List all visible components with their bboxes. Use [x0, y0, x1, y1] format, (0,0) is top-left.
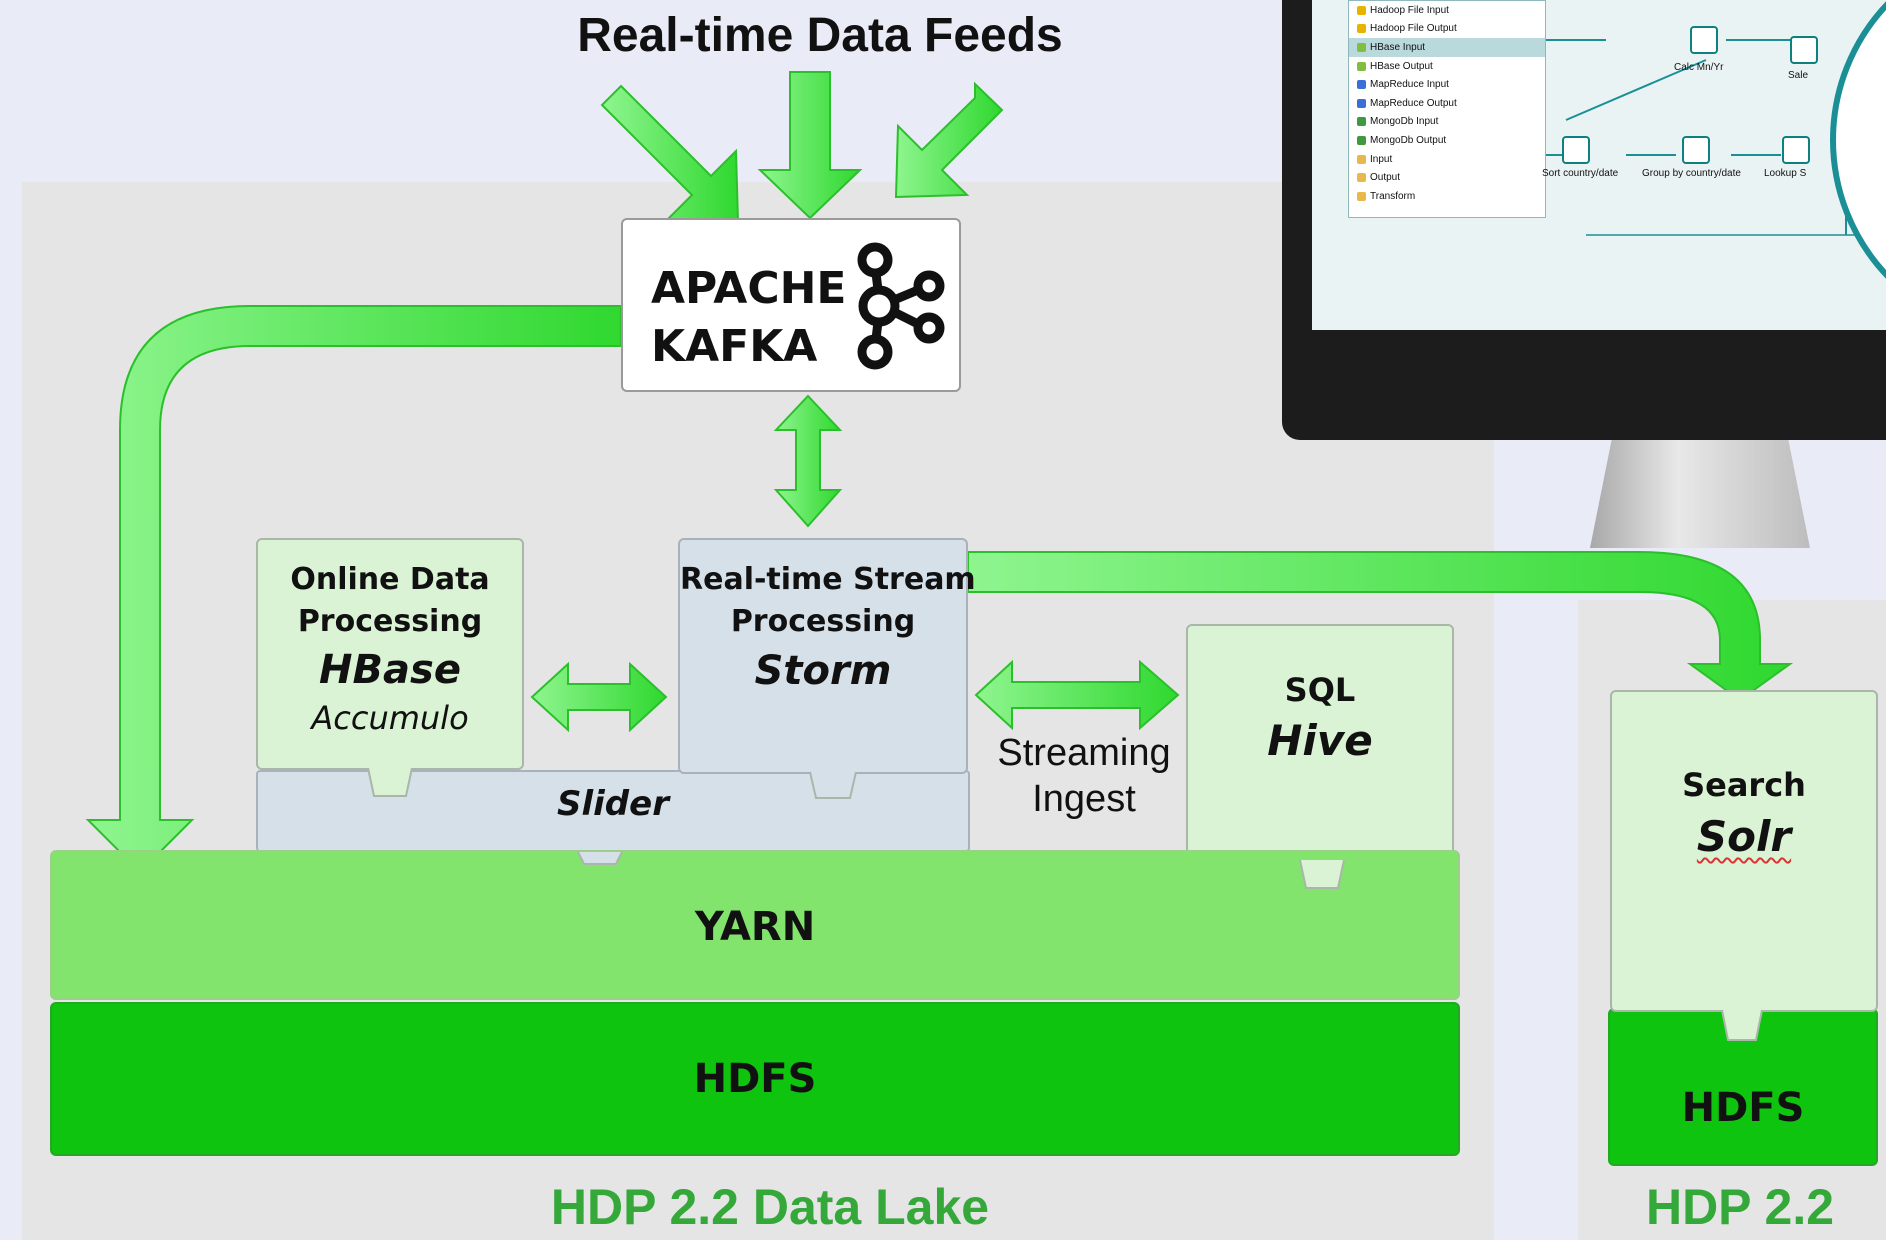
hadoop-icon	[1357, 5, 1366, 15]
step-list-item[interactable]: MongoDb Output	[1349, 131, 1545, 150]
step-list-item-label: Hadoop File Output	[1370, 23, 1457, 35]
online-title-2: Processing	[297, 604, 483, 639]
folder-icon	[1357, 173, 1366, 183]
feeds-title: Real-time Data Feeds	[577, 9, 1063, 62]
kafka-line1: APACHE	[651, 263, 847, 314]
storm-solr-arrow	[967, 551, 1794, 702]
hbase-label: HBase	[319, 647, 461, 693]
lookup-step-icon[interactable]	[1782, 136, 1810, 164]
sale-step-icon[interactable]	[1790, 36, 1818, 64]
step-list-item[interactable]: Input	[1349, 150, 1545, 169]
data-lake-title: HDP 2.2 Data Lake	[550, 1179, 990, 1235]
sale-step-label: Sale	[1788, 70, 1809, 81]
step-list-item-label: Hadoop File Input	[1370, 4, 1449, 16]
storm-title-1: Real-time Stream	[680, 562, 976, 597]
kafka-box: APACHE KAFKA	[621, 218, 961, 392]
step-list-item[interactable]: MapReduce Input	[1349, 75, 1545, 94]
streaming-line2: Ingest	[1032, 778, 1136, 820]
storm-hive-arrow	[974, 659, 1180, 731]
folder-icon	[1357, 154, 1366, 164]
folder-icon	[1357, 191, 1366, 201]
online-processing-card: Online Data Processing HBase Accumulo	[256, 538, 524, 770]
step-list-item-label: MapReduce Output	[1370, 97, 1457, 109]
calc-step-icon[interactable]	[1690, 26, 1718, 54]
mapreduce-icon	[1357, 98, 1366, 108]
step-list-item[interactable]: HBase Output	[1349, 57, 1545, 76]
step-list-item-label: MapReduce Input	[1370, 79, 1449, 91]
step-list-item-label: MongoDb Input	[1370, 116, 1439, 128]
sql-title: SQL	[1284, 671, 1356, 709]
step-list-item[interactable]: Output	[1349, 168, 1545, 187]
step-list-item-label: Input	[1370, 153, 1393, 165]
step-list-item[interactable]: HBase Input	[1349, 38, 1545, 57]
online-title-1: Online Data	[290, 562, 490, 597]
solr-label: Solr	[1696, 812, 1792, 861]
step-list-item[interactable]: Transform	[1349, 187, 1545, 206]
step-list-item-label: HBase Output	[1370, 60, 1433, 72]
feed-arrow-center	[757, 71, 863, 220]
feed-arrow-left	[600, 84, 740, 224]
step-list-item-label: MongoDb Output	[1370, 134, 1447, 146]
step-list-item[interactable]: Hadoop File Input	[1349, 1, 1545, 20]
group-step-label: Group by country/date	[1642, 168, 1741, 179]
streaming-line1: Streaming	[997, 732, 1171, 774]
step-list-item-label: HBase Input	[1370, 41, 1426, 53]
stream-processing-card: Real-time Stream Processing Storm	[678, 538, 976, 774]
step-list-item[interactable]: MongoDb Input	[1349, 113, 1545, 132]
kafka-logo-icon	[857, 242, 945, 370]
hive-label: Hive	[1267, 716, 1373, 765]
step-list-item[interactable]: Hadoop File Output	[1349, 20, 1545, 39]
yarn-layer: YARN	[50, 850, 1460, 1000]
step-list-item[interactable]: MapReduce Output	[1349, 94, 1545, 113]
kafka-label: APACHE KAFKA	[651, 260, 847, 376]
mapreduce-icon	[1357, 80, 1366, 90]
lookup-step-label: Lookup S	[1764, 168, 1807, 179]
search-title: Search	[1682, 766, 1806, 804]
sql-card: SQL Hive	[1186, 624, 1454, 862]
hbase-icon	[1357, 61, 1366, 71]
sort-step-icon[interactable]	[1562, 136, 1590, 164]
mongodb-icon	[1357, 117, 1366, 127]
kafka-yarn-arrow	[85, 305, 622, 874]
accumulo-label: Accumulo	[311, 699, 469, 737]
hdfs-layer: HDFS	[50, 1002, 1460, 1156]
streaming-ingest-label: Streaming Ingest	[984, 730, 1184, 822]
hadoop-icon	[1357, 24, 1366, 34]
storm-label: Storm	[754, 648, 892, 694]
sort-step-label: Sort country/date	[1542, 168, 1619, 179]
hdfs-right-layer: HDFS	[1608, 1008, 1878, 1166]
feed-arrow-right	[894, 81, 1004, 199]
storm-title-2: Processing	[730, 604, 916, 639]
slider-label: Slider	[557, 784, 669, 824]
monitor-stand	[1590, 438, 1810, 548]
hdp-title: HDP 2.2	[1645, 1179, 1835, 1235]
kafka-storm-arrow	[773, 394, 843, 528]
search-card: Search Solr	[1610, 690, 1878, 1012]
step-list-item-label: Transform	[1370, 190, 1416, 202]
kafka-line2: KAFKA	[651, 321, 818, 372]
mongodb-icon	[1357, 135, 1366, 145]
group-step-icon[interactable]	[1682, 136, 1710, 164]
calc-step-label: Calc Mn/Yr	[1674, 62, 1724, 73]
hbase-storm-arrow	[530, 661, 668, 733]
hbase-icon	[1357, 42, 1366, 52]
step-list-item-label: Output	[1370, 172, 1401, 184]
